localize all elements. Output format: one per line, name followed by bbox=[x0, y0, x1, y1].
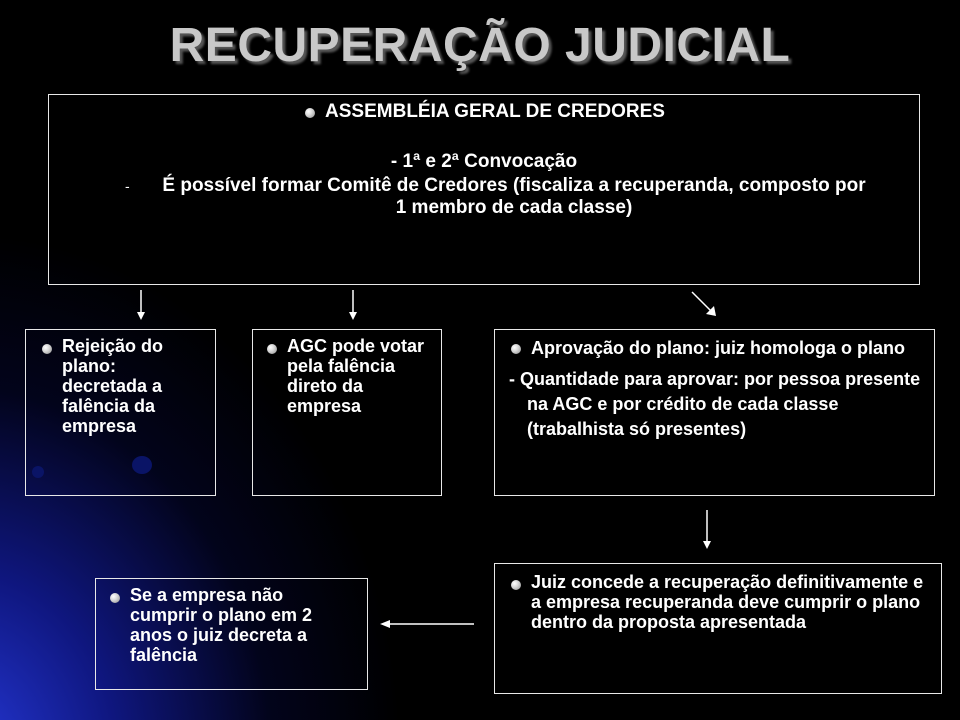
assembly-box: ASSEMBLÉIA GERAL DE CREDORES - 1ª e 2ª C… bbox=[48, 94, 920, 285]
agc-vote-text: AGC pode votar pela falência direto da e… bbox=[287, 336, 425, 416]
bullet-icon bbox=[511, 579, 521, 590]
decorative-dot bbox=[32, 466, 44, 478]
convocation-line: - 1ª e 2ª Convocação bbox=[390, 151, 578, 172]
assembly-heading: ASSEMBLÉIA GERAL DE CREDORES bbox=[303, 101, 665, 123]
failure-box: Se a empresa não cumprir o plano em 2 an… bbox=[95, 578, 368, 690]
left-arrow-icon bbox=[380, 620, 474, 628]
agc-vote-box: AGC pode votar pela falência direto da e… bbox=[252, 329, 442, 496]
bullet-icon bbox=[42, 343, 52, 354]
concede-box: Juiz concede a recuperação definitivamen… bbox=[494, 563, 942, 694]
bullet-icon bbox=[511, 343, 521, 354]
approval-box: Aprovação do plano: juiz homologa o plan… bbox=[494, 329, 935, 496]
down-arrow-icon bbox=[703, 510, 711, 549]
assembly-heading-text: ASSEMBLÉIA GERAL DE CREDORES bbox=[325, 101, 665, 122]
rejection-text: Rejeição do plano: decretada a falência … bbox=[62, 336, 164, 436]
decorative-dot bbox=[132, 456, 152, 474]
down-arrow-icon bbox=[137, 290, 145, 320]
approval-heading: Aprovação do plano: juiz homologa o plan… bbox=[531, 338, 906, 358]
approval-quantity: - Quantidade para aprovar: por pessoa pr… bbox=[509, 369, 921, 439]
bullet-icon bbox=[110, 592, 120, 603]
bullet-icon bbox=[305, 108, 316, 119]
slide-title: RECUPERAÇÃO JUDICIAL bbox=[169, 19, 791, 72]
rejection-box: Rejeição do plano: decretada a falência … bbox=[25, 329, 216, 496]
dash-marker: - bbox=[125, 178, 130, 194]
bullet-icon bbox=[267, 343, 277, 354]
failure-text: Se a empresa não cumprir o plano em 2 an… bbox=[130, 585, 313, 665]
concede-text: Juiz concede a recuperação definitivamen… bbox=[531, 572, 924, 632]
diagonal-arrow-icon bbox=[691, 291, 716, 316]
committee-line: - É possível formar Comitê de Credores (… bbox=[69, 175, 899, 219]
down-arrow-icon bbox=[349, 290, 357, 320]
committee-text: É possível formar Comitê de Credores (fi… bbox=[162, 175, 866, 218]
